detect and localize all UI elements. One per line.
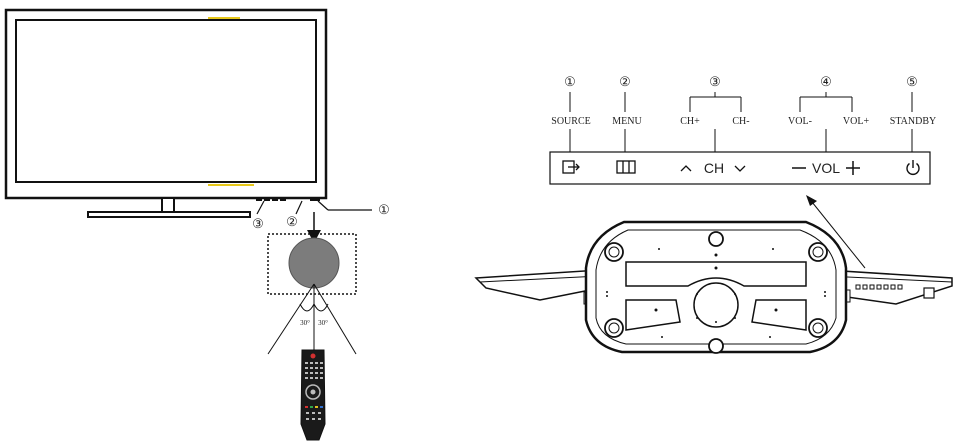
control-panel-diagram: ① ② ③ ④ ⑤ SOURCE MENU CH+ C — [549, 74, 936, 269]
callout-power: ① — [378, 202, 390, 217]
label-standby: STANDBY — [890, 116, 936, 127]
angle-right-label: 30° — [318, 319, 328, 327]
reception-area — [267, 233, 357, 295]
tv-top-sensor — [208, 17, 240, 19]
tv-screen — [15, 19, 317, 183]
plus-icon[interactable] — [846, 161, 860, 175]
source-icon[interactable] — [562, 160, 580, 174]
power-icon[interactable] — [906, 160, 920, 175]
group-num-vol: ④ — [820, 74, 832, 89]
ch-text: CH — [704, 160, 724, 176]
tv-back-view — [474, 220, 953, 354]
chevron-up-icon[interactable] — [680, 165, 692, 172]
tv-stand-neck — [161, 197, 175, 213]
control-panel — [549, 151, 931, 185]
vol-text: VOL — [812, 160, 840, 176]
pointer-arrow-icon — [806, 195, 817, 206]
panel-buttons-back — [855, 284, 903, 290]
callout-keys: ③ — [252, 216, 264, 231]
label-vol-plus: VOL+ — [843, 116, 870, 127]
label-source: SOURCE — [551, 116, 590, 127]
angle-left-label: 30° — [300, 319, 310, 327]
ir-receiver-circle — [288, 237, 340, 289]
group-num-menu: ② — [619, 74, 631, 89]
label-vol-minus: VOL- — [788, 116, 812, 127]
tv-key-row — [256, 198, 320, 201]
menu-icon[interactable] — [616, 160, 636, 174]
group-num-ch: ③ — [709, 74, 721, 89]
chevron-down-icon[interactable] — [734, 165, 746, 172]
label-ch-plus: CH+ — [680, 116, 700, 127]
angle-lines — [267, 283, 357, 355]
group-num-source: ① — [564, 74, 576, 89]
label-menu: MENU — [612, 116, 642, 127]
tv-stand-base — [87, 211, 251, 218]
label-ch-minus: CH- — [732, 116, 749, 127]
callout-ir-sensor: ② — [286, 214, 298, 229]
tv-front: ③ ② ① 30° 30° — [4, 8, 390, 441]
remote-control-icon — [300, 349, 326, 441]
group-num-standby: ⑤ — [906, 74, 918, 89]
tv-bottom-strip — [208, 184, 254, 186]
